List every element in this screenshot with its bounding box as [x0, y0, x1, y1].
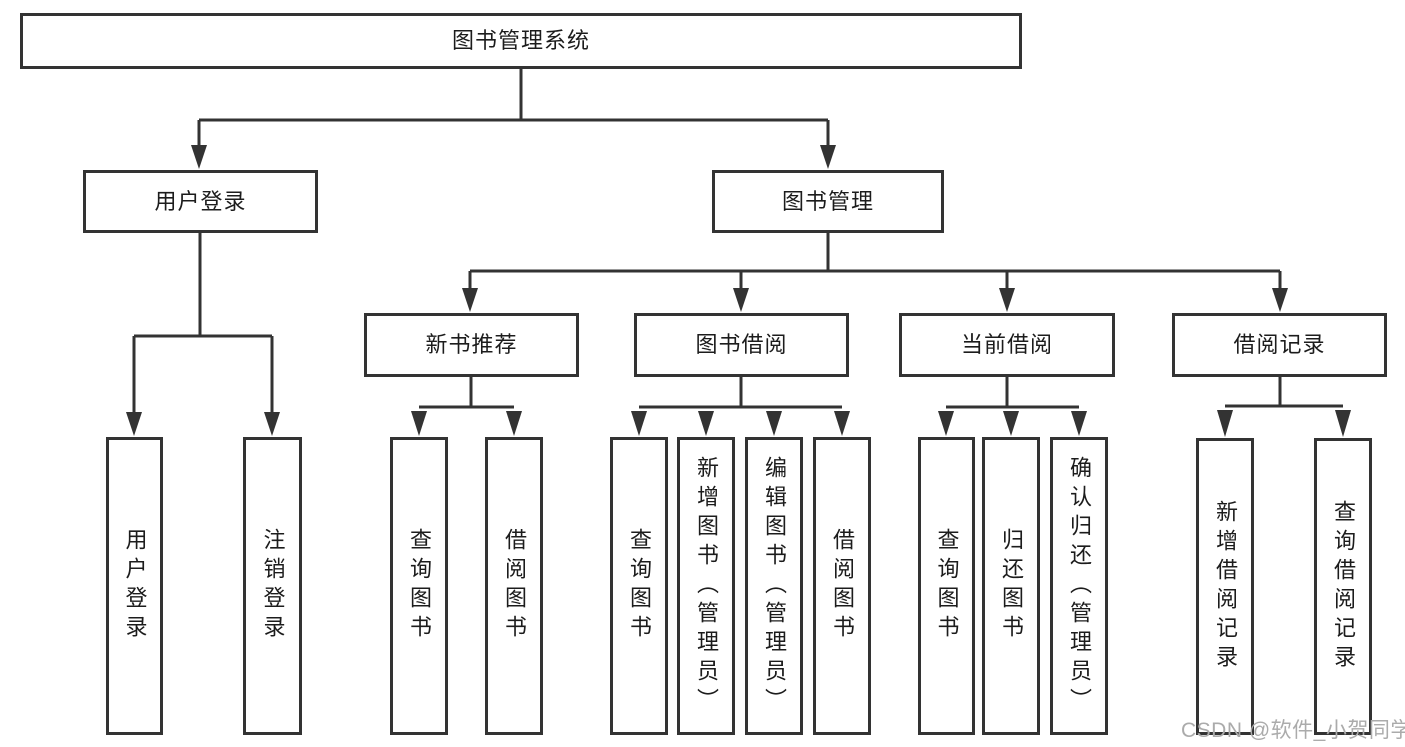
connector-book-management — [468, 233, 1282, 290]
arrowhead-icon — [264, 412, 280, 436]
connector-book-borrow — [639, 377, 842, 409]
node-label: 注销登录 — [260, 528, 286, 644]
node-leaf-query-books-current: 查询图书 — [918, 437, 975, 735]
arrowhead-icon — [766, 411, 782, 436]
arrowhead-icon — [191, 145, 207, 169]
arrowhead-icon — [1003, 411, 1019, 436]
node-label: 图书管理系统 — [451, 28, 590, 53]
node-book-management: 图书管理 — [712, 170, 944, 233]
node-leaf-add-borrow-record: 新增借阅记录 — [1196, 438, 1254, 735]
arrowhead-icon — [462, 288, 478, 312]
node-label: 用户登录 — [154, 188, 247, 214]
node-new-book-recommend: 新书推荐 — [364, 313, 579, 377]
node-leaf-user-login: 用户登录 — [106, 437, 163, 735]
arrowhead-icon — [1272, 288, 1288, 312]
node-leaf-borrow-books: 借阅图书 — [813, 437, 871, 735]
node-label: 当前借阅 — [960, 332, 1053, 357]
node-current-borrow: 当前借阅 — [899, 313, 1115, 377]
node-label: 查询图书 — [407, 528, 432, 644]
node-leaf-return-books: 归还图书 — [982, 437, 1040, 735]
node-label: 确认归还（管理员） — [1067, 455, 1092, 717]
arrowhead-icon — [834, 411, 850, 436]
node-borrow-records: 借阅记录 — [1172, 313, 1387, 377]
node-leaf-add-books-admin: 新增图书（管理员） — [677, 437, 735, 735]
node-label: 图书借阅 — [695, 332, 788, 357]
node-label: 借阅记录 — [1233, 332, 1326, 357]
node-user-login: 用户登录 — [83, 170, 318, 233]
node-leaf-query-books-recommend: 查询图书 — [390, 437, 448, 735]
node-leaf-query-borrow-record: 查询借阅记录 — [1314, 438, 1372, 735]
connector-root — [197, 69, 830, 148]
node-label: 查询图书 — [934, 528, 960, 644]
connector-new-book — [419, 377, 514, 409]
node-label: 编辑图书（管理员） — [762, 455, 787, 717]
node-library-management-system: 图书管理系统 — [20, 13, 1022, 69]
arrowhead-icon — [698, 411, 714, 436]
arrowhead-icon — [506, 411, 522, 436]
node-label: 图书管理 — [781, 188, 874, 214]
node-label: 查询借阅记录 — [1331, 499, 1356, 674]
arrowhead-icon — [999, 288, 1015, 312]
connector-borrow-records — [1225, 377, 1343, 408]
arrowhead-icon — [820, 145, 836, 169]
node-label: 新书推荐 — [425, 332, 518, 357]
arrowhead-icon — [1217, 410, 1233, 437]
arrowhead-icon — [411, 411, 427, 436]
node-leaf-edit-books-admin: 编辑图书（管理员） — [745, 437, 803, 735]
arrowhead-icon — [1335, 410, 1351, 437]
node-leaf-query-books: 查询图书 — [610, 437, 668, 735]
arrowhead-icon — [631, 411, 647, 436]
arrowhead-icon — [1071, 411, 1087, 436]
arrowhead-icon — [126, 412, 142, 436]
connector-user-login — [132, 233, 274, 414]
arrowhead-icon — [938, 411, 954, 436]
watermark: CSDN @软件_小贺同学 — [1181, 719, 1405, 742]
node-label: 归还图书 — [999, 528, 1024, 644]
node-label: 新增借阅记录 — [1213, 499, 1238, 674]
node-label: 查询图书 — [627, 528, 652, 644]
node-leaf-confirm-return-admin: 确认归还（管理员） — [1050, 437, 1108, 735]
node-label: 借阅图书 — [502, 528, 527, 644]
connector-current-borrow — [946, 377, 1079, 409]
node-book-borrow: 图书借阅 — [634, 313, 849, 377]
node-label: 新增图书（管理员） — [694, 455, 719, 717]
arrowhead-icon — [733, 288, 749, 312]
node-leaf-logout: 注销登录 — [243, 437, 302, 735]
node-leaf-borrow-books-recommend: 借阅图书 — [485, 437, 543, 735]
node-label: 借阅图书 — [830, 528, 855, 644]
node-label: 用户登录 — [122, 528, 148, 644]
